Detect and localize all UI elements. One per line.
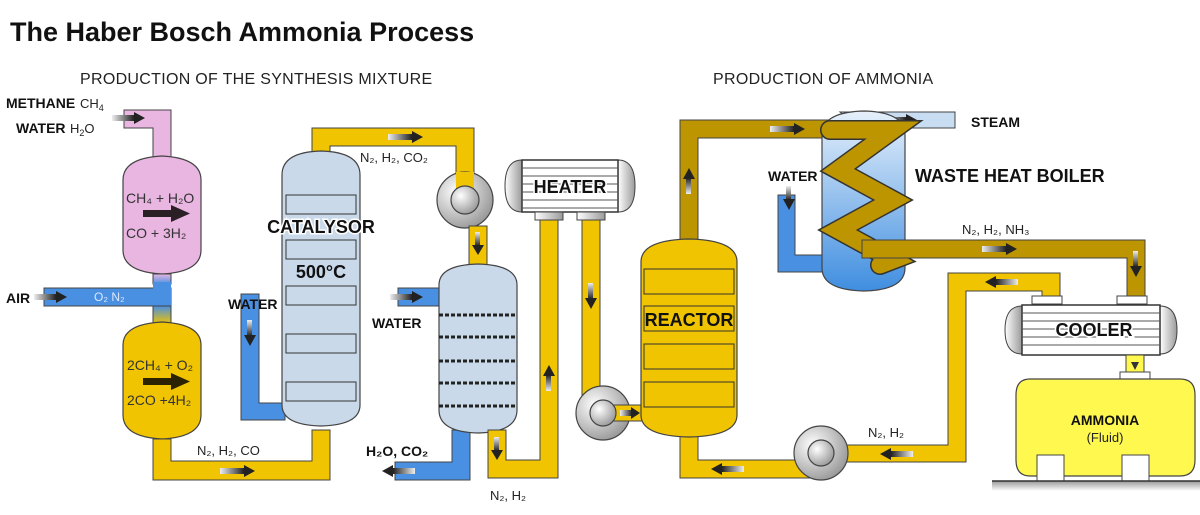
cooler-label: COOLER [1055, 320, 1132, 340]
reformer-2-equation-bottom: 2CO +4H₂ [127, 392, 191, 408]
flow-arrow-icon [112, 115, 134, 121]
flow-arrow-icon [631, 407, 640, 419]
flow-arrow-icon [244, 465, 255, 477]
floor [992, 481, 1200, 491]
reaction-arrow-icon [171, 205, 190, 222]
recycle-pipe [834, 272, 1061, 463]
pipe-to-catalysor [152, 429, 331, 481]
catalysor-water-pipe [240, 293, 286, 421]
flow-arrow-icon [491, 450, 503, 460]
reaction-arrow-icon [143, 378, 173, 385]
flow-arrow-icon [393, 468, 415, 474]
flow-arrow-icon [880, 448, 891, 460]
flow-arrow-icon [982, 246, 1006, 252]
reformer-1-equation-bottom: CO + 3H₂ [126, 225, 186, 241]
flow-arrow-icon [783, 199, 795, 210]
flow-arrow-icon [891, 451, 913, 457]
page-title: The Haber Bosch Ammonia Process [10, 17, 474, 47]
reaction-arrow-icon [143, 210, 173, 217]
section-ammonia: PRODUCTION OF AMMONIA [713, 71, 934, 88]
flow-arrow-icon [794, 123, 805, 135]
flow-arrow-icon [620, 410, 632, 416]
cooler: COOLER [1004, 295, 1178, 356]
heater-label: HEATER [534, 177, 607, 197]
catalysor-temperature: 500°C [296, 262, 346, 282]
scrubber-out-label: H₂O, CO₂ [366, 443, 428, 459]
water-formula: H2O [70, 121, 95, 138]
stream-label-catalysor: N₂, H₂, CO₂ [360, 150, 428, 165]
flow-arrow-icon [588, 283, 593, 299]
flow-arrow-icon [412, 131, 423, 143]
stream-label-reformer: N₂, H₂, CO [197, 443, 260, 458]
flow-arrow-icon [722, 466, 744, 472]
flow-arrow-icon [390, 294, 412, 300]
air-label: AIR [6, 290, 30, 306]
flow-arrow-icon [472, 245, 484, 255]
methane-formula: CH4 [80, 96, 104, 113]
flow-arrow-icon [770, 126, 794, 132]
flow-arrow-icon [683, 168, 695, 179]
water-label: WATER [16, 120, 66, 136]
flow-arrow-icon [686, 178, 691, 194]
flow-arrow-icon [247, 320, 252, 336]
reactor-label: REACTOR [645, 310, 734, 330]
boiler-coil [817, 120, 924, 275]
ammonia-tank [1015, 378, 1196, 477]
boiler-label: WASTE HEAT BOILER [915, 166, 1105, 186]
pipe-heater-out [581, 219, 601, 401]
co2-scrubber-vessel [438, 263, 518, 434]
flow-arrow-icon [996, 279, 1018, 285]
flow-arrow-icon [546, 375, 551, 391]
stream-label-recycle: N₂, H₂ [868, 425, 904, 440]
flow-arrow-icon [134, 112, 145, 124]
flow-arrow-icon [56, 291, 67, 303]
flow-arrow-icon [985, 276, 996, 288]
flow-arrow-icon [494, 437, 499, 451]
flow-arrow-icon [585, 298, 597, 309]
reformer-2-equation-top: 2CH₄ + O₂ [127, 357, 193, 373]
section-synthesis: PRODUCTION OF THE SYNTHESIS MIXTURE [80, 71, 432, 88]
flow-arrow-icon [1006, 243, 1017, 255]
flow-arrow-icon [382, 465, 393, 477]
boiler-water-label: WATER [768, 168, 818, 184]
air-formula: O₂ N₂ [94, 290, 125, 304]
catalysor-label: CATALYSOR [267, 217, 375, 237]
stream-label-scrubber: N₂, H₂ [490, 488, 526, 503]
reactor-recycle-pipe [679, 429, 811, 479]
flow-arrow-icon [244, 335, 256, 346]
flow-arrow-icon [34, 294, 56, 300]
catalysor-water-label: WATER [228, 296, 278, 312]
flow-arrow-icon [786, 186, 791, 200]
heater: HEATER [504, 159, 636, 221]
stream-label-boiler: N₂, H₂, NH₃ [962, 222, 1029, 237]
tank-sublabel: (Fluid) [1087, 430, 1124, 445]
boiler-water-pipe [777, 194, 823, 273]
flow-arrow-icon [1131, 362, 1139, 370]
methane-label: METHANE [6, 95, 75, 111]
tank-label: AMMONIA [1071, 412, 1139, 428]
flow-arrow-icon [711, 463, 722, 475]
reaction-arrow-icon [171, 373, 190, 390]
flow-arrow-icon [388, 134, 412, 140]
steam-label: STEAM [971, 114, 1020, 130]
flow-arrow-icon [1130, 266, 1142, 277]
reformer-1-equation-top: CH₄ + H₂O [126, 190, 194, 206]
flow-arrow-icon [543, 365, 555, 376]
flow-arrow-icon [475, 232, 480, 246]
flow-arrow-icon [412, 291, 423, 303]
scrubber-water-label: WATER [372, 315, 422, 331]
flow-arrow-icon [1133, 251, 1138, 267]
flow-arrow-icon [220, 468, 244, 474]
